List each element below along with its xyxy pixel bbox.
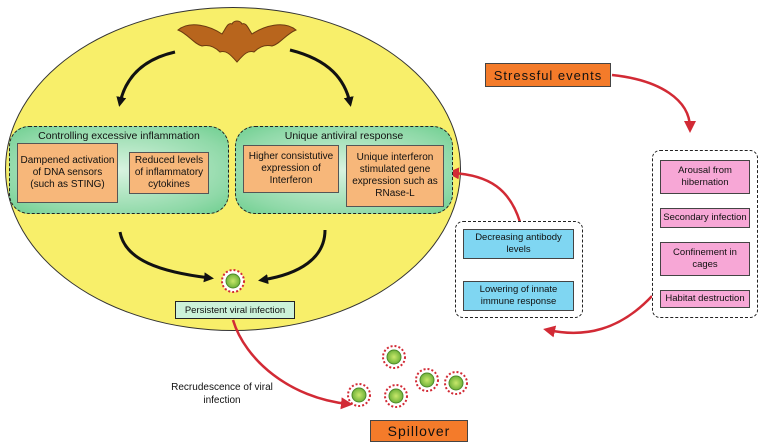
arrow-left-to-virus [118,231,214,283]
stress-item-secondary: Secondary infection [660,208,750,228]
immune-item-antibody: Decreasing antibody levels [463,229,574,259]
stress-item-habitat: Habitat destruction [660,290,750,308]
virus-icon [382,345,406,369]
antiviral-title: Unique antiviral response [284,130,404,142]
arrow-factors-to-immune [543,295,653,338]
bat-icon [177,20,297,63]
inflammation-title: Controlling excessive inflammation [38,130,200,142]
dna-sensors-box: Dampened activation of DNA sensors (such… [17,143,118,203]
arrow-recrudescence [231,319,353,410]
interferon-box: Higher consistutive expression of Interf… [243,145,339,193]
virus-icon [347,383,371,407]
arrow-right-to-virus [258,229,327,285]
arrow-stress-to-factors [611,73,696,133]
arrow-bat-left [116,50,176,107]
stress-item-confinement: Confinement in cages [660,242,750,276]
persistent-infection-label: Persistent viral infection [175,301,295,319]
cytokines-box: Reduced levels of inflammatory cytokines [129,152,209,194]
arrow-bat-right [289,48,354,107]
spillover-label: Spillover [370,420,468,442]
immune-item-innate: Lowering of innate immune response [463,281,574,311]
virus-icon [384,384,408,408]
stressful-events-label: Stressful events [485,63,611,87]
stress-item-arousal: Arousal from hibernation [660,160,750,194]
recrudescence-label: Recrudescence of viral infection [171,382,273,406]
virus-icon [221,269,245,293]
virus-icon [415,368,439,392]
isg-box: Unique interferon stimulated gene expres… [346,145,444,207]
arrow-immune-to-antiviral [447,167,522,223]
virus-icon [444,371,468,395]
